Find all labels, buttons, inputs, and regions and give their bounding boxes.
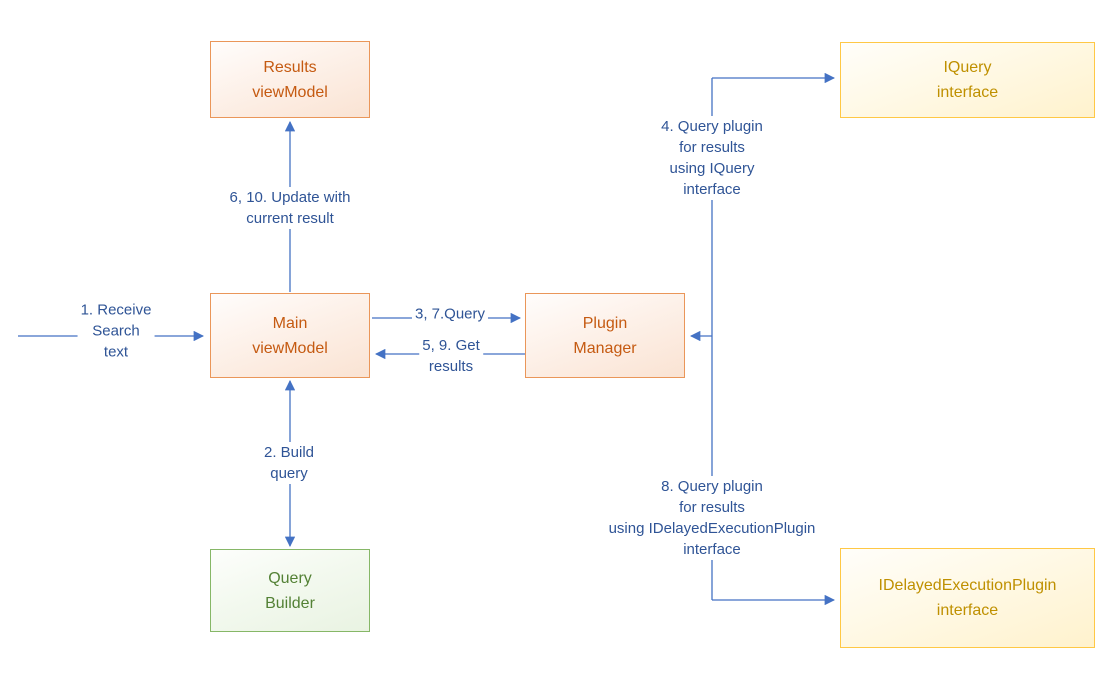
- edge-label-build-query: 2. Build query: [260, 442, 318, 484]
- node-idelayedexecutionplugin-interface: IDelayedExecutionPlugin interface: [840, 548, 1095, 648]
- node-results-viewmodel: Results viewModel: [210, 41, 370, 118]
- edge-label-get-results: 5, 9. Get results: [419, 335, 483, 377]
- node-query-builder: Query Builder: [210, 549, 370, 632]
- node-main-viewmodel: Main viewModel: [210, 293, 370, 378]
- node-iquery-interface: IQuery interface: [840, 42, 1095, 118]
- edge-label-query: 3, 7.Query: [411, 303, 489, 325]
- node-plugin-manager: Plugin Manager: [525, 293, 685, 378]
- edge-label-query-plugin-idelayed: 8. Query plugin for results using IDelay…: [605, 476, 819, 560]
- edge-label-update-with-current-result: 6, 10. Update with current result: [226, 187, 354, 229]
- edge-label-query-plugin-iquery: 4. Query plugin for results using IQuery…: [658, 116, 766, 200]
- edge-label-receive-search-text: 1. Receive Search text: [77, 299, 155, 363]
